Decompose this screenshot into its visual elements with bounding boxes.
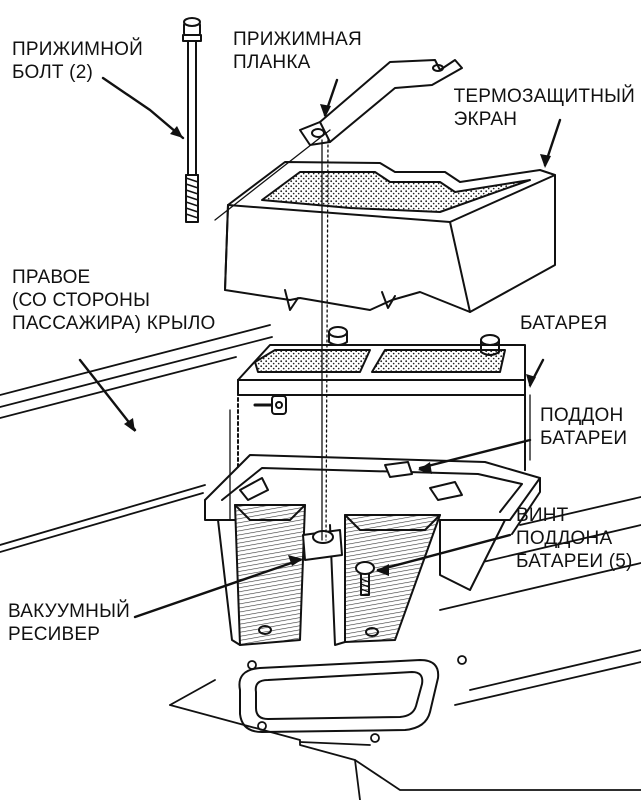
fender-panel (0, 324, 641, 706)
alignment-lines (214, 129, 531, 541)
label-vacuum-reservoir-line1: ВАКУУМНЫЙ (8, 601, 130, 622)
label-clamp-bolt: ПРИЖИМНОЙ БОЛТ (2) (12, 38, 143, 84)
label-fender-line1: ПРАВОЕ (12, 267, 91, 288)
label-tray-screw-line2: ПОДДОНА (516, 528, 613, 549)
clamp-bar (299, 59, 463, 146)
mounting-plate (169, 655, 641, 800)
label-clamp-bar-line1: ПРИЖИМНАЯ (233, 29, 362, 50)
label-clamp-bolt-line1: ПРИЖИМНОЙ (12, 39, 143, 60)
label-heat-shield-line1: ТЕРМОЗАЩИТНЫЙ (453, 86, 635, 107)
label-clamp-bolt-line2: БОЛТ (2) (12, 62, 93, 83)
label-fender-line3: ПАССАЖИРА) КРЫЛО (12, 313, 216, 334)
label-clamp-bar-line2: ПЛАНКА (233, 52, 311, 73)
label-tray-screw-line3: БАТАРЕИ (5) (516, 551, 633, 572)
label-vacuum-reservoir: ВАКУУМНЫЙ РЕСИВЕР (8, 600, 130, 646)
label-fender-line2: (СО СТОРОНЫ (12, 290, 151, 311)
label-battery-line1: БАТАРЕЯ (520, 313, 608, 334)
battery-tray (204, 454, 541, 646)
tray-side-bolt (253, 395, 287, 415)
clamp-bolt (182, 17, 202, 223)
tray-gasket (238, 659, 440, 733)
label-fender: ПРАВОЕ (СО СТОРОНЫ ПАССАЖИРА) КРЫЛО (12, 266, 216, 335)
leader-arrowheads (124, 104, 551, 576)
label-vacuum-reservoir-line2: РЕСИВЕР (8, 624, 101, 645)
label-battery-tray: ПОДДОН БАТАРЕИ (540, 404, 627, 450)
label-tray-screw: ВИНТ ПОДДОНА БАТАРЕИ (5) (516, 504, 633, 573)
battery (237, 326, 526, 471)
heat-shield (224, 161, 556, 313)
label-battery-tray-line2: БАТАРЕИ (540, 428, 628, 449)
label-battery-tray-line1: ПОДДОН (540, 405, 624, 426)
label-clamp-bar: ПРИЖИМНАЯ ПЛАНКА (233, 28, 362, 74)
label-battery: БАТАРЕЯ (520, 312, 607, 335)
label-heat-shield: ТЕРМОЗАЩИТНЫЙ ЭКРАН (454, 85, 635, 131)
label-heat-shield-line2: ЭКРАН (453, 109, 518, 130)
tray-screw (355, 561, 375, 596)
label-tray-screw-line1: ВИНТ (516, 505, 569, 526)
